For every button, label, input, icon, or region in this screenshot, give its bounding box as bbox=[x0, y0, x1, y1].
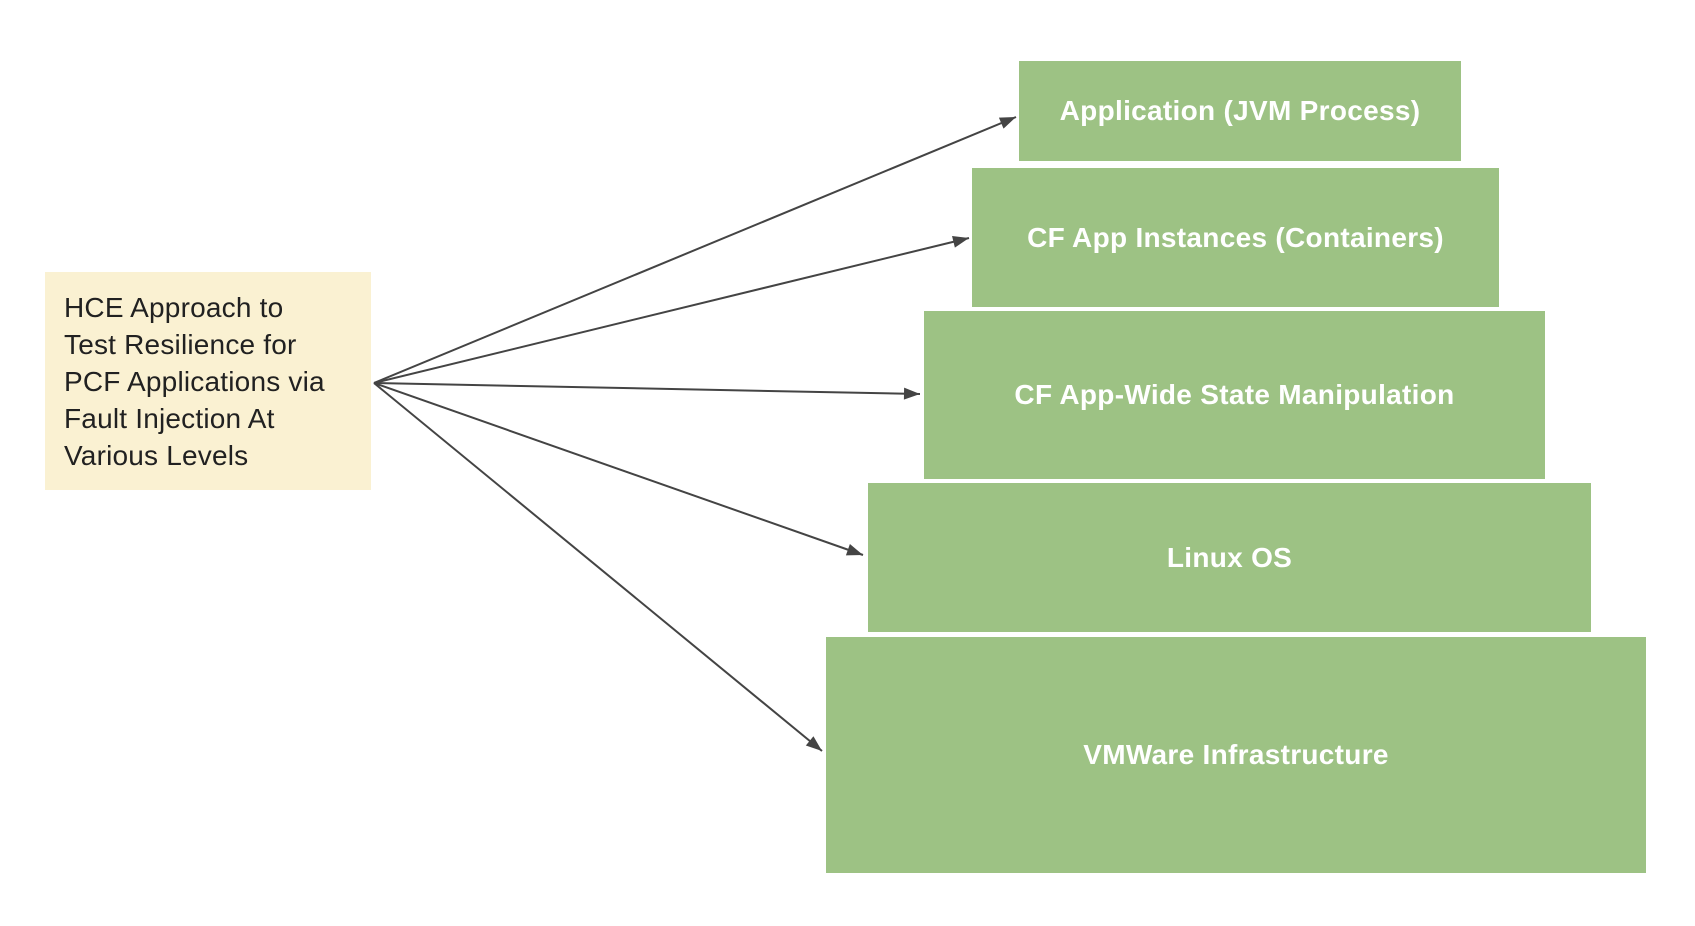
level-box-vmware-infrastructure: VMWare Infrastructure bbox=[826, 637, 1646, 873]
arrow-to-application bbox=[373, 116, 1017, 384]
level-box-cf-app-instances: CF App Instances (Containers) bbox=[972, 168, 1499, 307]
level-label-linux-os: Linux OS bbox=[1166, 541, 1293, 573]
arrow-to-cf-app-instances bbox=[373, 235, 970, 384]
arrow-to-linux-os bbox=[373, 382, 864, 556]
level-box-linux-os: Linux OS bbox=[868, 483, 1591, 632]
level-box-application: Application (JVM Process) bbox=[1019, 61, 1461, 161]
arrow-to-vmware-infrastructure bbox=[373, 382, 823, 752]
level-label-cf-app-wide-state: CF App-Wide State Manipulation bbox=[1014, 379, 1455, 410]
level-label-cf-app-instances: CF App Instances (Containers) bbox=[1027, 221, 1444, 253]
level-label-application: Application (JVM Process) bbox=[1059, 95, 1421, 126]
level-box-cf-app-wide-state: CF App-Wide State Manipulation bbox=[924, 311, 1545, 479]
level-label-vmware-infrastructure: VMWare Infrastructure bbox=[1083, 739, 1389, 770]
source-note-text: HCE Approach to Test Resilience for PCF … bbox=[64, 291, 325, 471]
arrow-to-cf-app-wide-state bbox=[373, 382, 921, 400]
source-note: HCE Approach to Test Resilience for PCF … bbox=[45, 272, 371, 490]
